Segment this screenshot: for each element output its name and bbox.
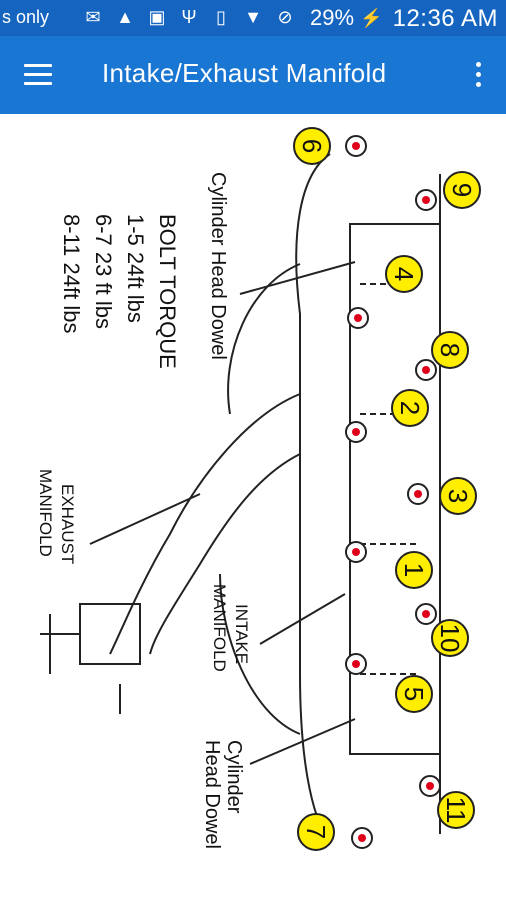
- bolt-number-4: 4: [389, 267, 419, 281]
- battery-level: 29%: [310, 5, 355, 30]
- status-icons: ✉ ▲ ▣ Ψ ▯ ▼ ⊘: [82, 6, 296, 28]
- bolt-badge-9: [443, 171, 481, 209]
- no-sim-icon: ⊘: [277, 7, 293, 27]
- head-outline-left: [295, 153, 331, 845]
- port-dashes: [360, 283, 420, 675]
- pipe-flange: [79, 603, 141, 665]
- bolt-number-8: 8: [435, 343, 465, 357]
- exhaust-runner-1: [227, 263, 301, 415]
- label-exhaust-line-2: MANIFOLD: [36, 469, 55, 557]
- pipe-studs: [40, 614, 121, 714]
- wifi-icon: ▼: [244, 7, 262, 27]
- leader-exhaust: [89, 493, 201, 545]
- bolt-marker-7: [358, 834, 366, 842]
- page-title: Intake/Exhaust Manifold: [102, 58, 387, 88]
- clock: 12:36 AM: [392, 5, 498, 32]
- bolt-marker-8: [422, 366, 430, 374]
- manifold-drawing: BOLT TORQUE 1-5 24ft lbs 6-7 23 ft lbs 8…: [36, 127, 481, 851]
- torque-title: BOLT TORQUE: [155, 214, 180, 369]
- bolt-number-11: 11: [441, 797, 471, 824]
- bolt-badge-4: [385, 255, 423, 293]
- manifold-diagram: BOLT TORQUE 1-5 24ft lbs 6-7 23 ft lbs 8…: [0, 114, 506, 900]
- exhaust-pipe-inner: [149, 453, 301, 655]
- bolt-marker-9: [422, 196, 430, 204]
- bolt-number-3: 3: [443, 489, 473, 503]
- bolt-marker-4: [354, 314, 362, 322]
- label-exhaust-line-1: EXHAUST: [58, 484, 77, 564]
- bolt-marker-6: [352, 142, 360, 150]
- torque-line-1: 1-5 24ft lbs: [123, 214, 148, 323]
- leader-dowel-top: [239, 261, 356, 295]
- leader-dowel-bottom: [249, 718, 356, 765]
- intake-flange: [349, 223, 441, 755]
- torque-line-3: 8-11 24ft lbs: [59, 214, 84, 333]
- bolt-number-5: 5: [399, 687, 429, 701]
- bolt-badge-5: [395, 675, 433, 713]
- bolt-marker-2: [352, 428, 360, 436]
- hamburger-menu-icon[interactable]: [24, 64, 52, 86]
- label-dowel-bottom-line-1: Cylinder: [223, 740, 245, 814]
- image-icon: ▣: [148, 7, 166, 27]
- bolt-marker-11: [426, 782, 434, 790]
- bolt-badge-10: [431, 619, 469, 657]
- hat-icon: ▲: [116, 7, 134, 27]
- exhaust-pipe-outer: [109, 393, 301, 655]
- bolt-number-10: 10: [435, 624, 465, 653]
- bolt-number-2: 2: [395, 401, 425, 415]
- leader-intake: [259, 593, 346, 645]
- carrier-text: s only: [2, 7, 50, 27]
- torque-line-2: 6-7 23 ft lbs: [91, 214, 116, 329]
- bolt-badge-2: [391, 389, 429, 427]
- bolt-marker-1: [352, 548, 360, 556]
- bolt-marker-10: [422, 610, 430, 618]
- bolt-number-9: 9: [447, 183, 477, 197]
- bolt-layer: 6 9 4 8 2 3 1 10 5 11 7: [293, 127, 481, 851]
- status-bar: s only ✉ ▲ ▣ Ψ ▯ ▼ ⊘ 29% ⚡ 12:36 AM: [0, 0, 506, 36]
- bolt-marker-5: [352, 660, 360, 668]
- bolt-badge-8: [431, 331, 469, 369]
- bolt-badge-7: [297, 813, 335, 851]
- bolt-badge-6: [293, 127, 331, 165]
- message-icon: ✉: [85, 7, 101, 27]
- bolt-number-7: 7: [301, 825, 331, 839]
- exhaust-runner-2: [219, 573, 301, 735]
- vibrate-icon: ▯: [216, 7, 226, 27]
- bolt-marker-3: [414, 490, 422, 498]
- app-bar: Intake/Exhaust Manifold: [0, 36, 506, 114]
- bolt-number-6: 6: [297, 139, 327, 153]
- label-dowel-bottom-line-2: Head Dowel: [201, 740, 223, 849]
- more-vert-icon[interactable]: [472, 62, 484, 90]
- bolt-badge-11: [437, 791, 475, 829]
- label-cylinder-head-dowel-top: Cylinder Head Dowel: [207, 172, 229, 360]
- bolt-badge-1: [395, 551, 433, 589]
- bolt-badge-3: [439, 477, 477, 515]
- label-intake-line-2: MANIFOLD: [210, 584, 229, 672]
- label-intake-line-1: INTAKE: [232, 604, 251, 664]
- battery-charging-icon: ⚡: [360, 8, 383, 28]
- usb-icon: Ψ: [181, 7, 197, 27]
- bolt-number-1: 1: [399, 563, 429, 577]
